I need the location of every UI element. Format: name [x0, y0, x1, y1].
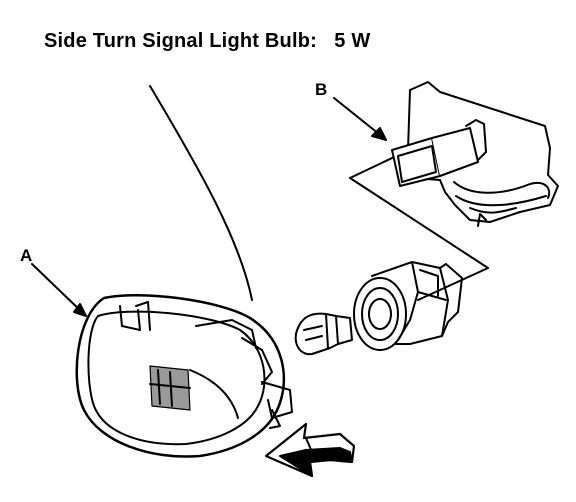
side-marker-lens	[75, 293, 293, 458]
arrow-left-icon	[264, 422, 356, 478]
bulb-socket	[353, 261, 463, 351]
title-value: 5 W	[334, 30, 371, 52]
leader-arrowhead-b	[371, 127, 387, 141]
leader-arrowhead-a	[73, 303, 87, 317]
wedge-bulb	[294, 312, 353, 356]
callout-label-a: A	[20, 246, 33, 265]
callout-label-b: B	[315, 80, 328, 99]
mounted-socket-b	[391, 81, 559, 227]
title-label: Side Turn Signal Light Bulb:	[44, 30, 317, 52]
guide-line	[149, 85, 253, 301]
leader-line-a	[31, 263, 85, 315]
diagram-title: Side Turn Signal Light Bulb: 5 W	[44, 30, 370, 53]
